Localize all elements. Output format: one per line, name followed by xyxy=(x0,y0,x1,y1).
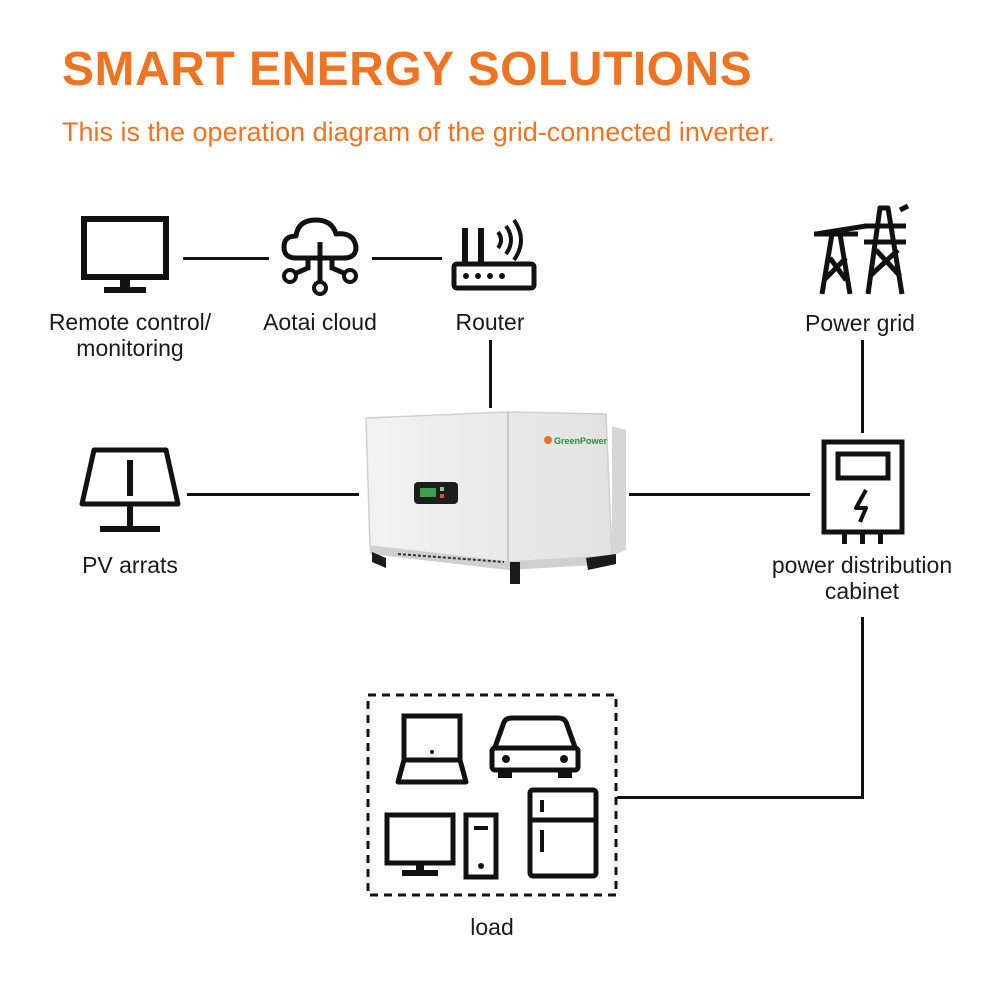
router-icon xyxy=(451,218,537,291)
pv-arrays-label: PV arrats xyxy=(82,552,178,578)
power-tower-icon xyxy=(814,203,910,295)
remote-label-line1: Remote control/ xyxy=(48,309,212,335)
car-icon xyxy=(489,715,581,778)
inverter-brand-label: GreenPower xyxy=(554,436,608,446)
remote-label-line2: monitoring xyxy=(76,335,184,362)
power-grid-label: Power grid xyxy=(805,310,915,336)
router-label: Router xyxy=(455,309,525,335)
load-label: load xyxy=(470,914,514,940)
connector-router-inverter xyxy=(489,340,492,408)
cabinet-label-line1: power distribution xyxy=(771,552,953,578)
inverter-icon: GreenPower xyxy=(365,411,626,584)
cloud-network-icon xyxy=(281,217,359,296)
distribution-cabinet-label: power distribution cabinet xyxy=(752,552,972,605)
connector-inverter-cabinet xyxy=(629,493,810,496)
connector-grid-cabinet xyxy=(861,340,864,433)
cloud-label: Aotai cloud xyxy=(263,309,377,335)
laptop-icon xyxy=(395,713,469,785)
distribution-cabinet-icon xyxy=(821,439,905,544)
connector-cabinet-down xyxy=(861,617,864,799)
monitor-icon xyxy=(81,216,169,293)
refrigerator-icon xyxy=(527,787,599,879)
page-subtitle: This is the operation diagram of the gri… xyxy=(62,117,775,147)
page-title: SMART ENERGY SOLUTIONS xyxy=(62,43,753,96)
remote-monitoring-label: Remote control/ monitoring xyxy=(25,309,235,362)
connector-remote-cloud xyxy=(183,257,269,260)
connector-cabinet-load xyxy=(617,796,864,799)
solar-panel-icon xyxy=(79,447,181,532)
cabinet-label-line2: cabinet xyxy=(824,578,900,605)
desktop-computer-icon xyxy=(384,812,499,880)
connector-pv-inverter xyxy=(187,493,359,496)
connector-cloud-router xyxy=(372,257,442,260)
